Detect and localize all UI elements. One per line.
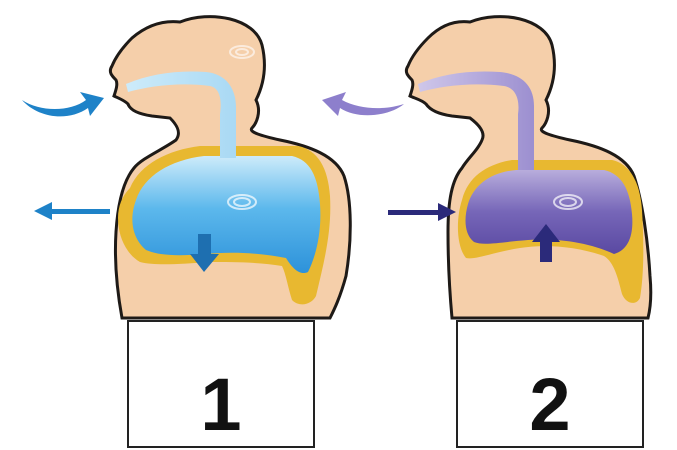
left-arrow-icon [34,202,110,220]
panel-number-2: 2 [529,322,570,447]
label-box-2: 2 [456,320,644,448]
panel-number-1: 1 [200,322,241,447]
watermark-swirl-2b [560,46,584,58]
right-arrow-icon [388,203,456,221]
label-box-1: 1 [127,320,315,448]
figure-1 [22,17,350,318]
inhale-arrow-icon [22,92,104,116]
figure-2 [322,17,651,318]
exhale-arrow-icon [322,92,404,116]
